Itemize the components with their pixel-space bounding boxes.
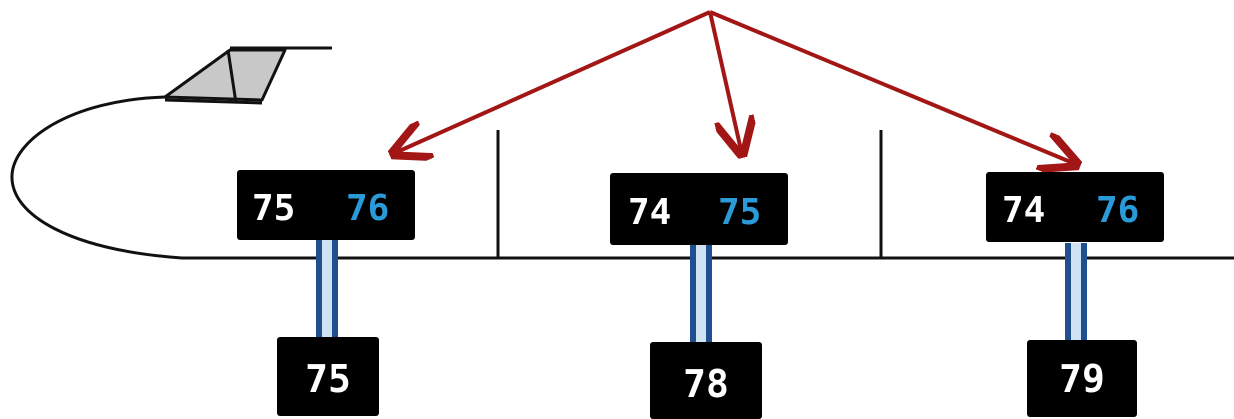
top-box-2-white: 74 [628, 192, 671, 233]
top-box-1-white: 75 [252, 188, 295, 229]
canopy-glass [163, 48, 287, 102]
bottom-box-2: 78 [650, 342, 762, 419]
top-box-2: 74 75 [610, 173, 788, 245]
arrow-left [397, 10, 711, 152]
bottom-box-3-value: 79 [1059, 357, 1105, 401]
arrow-right [709, 10, 1073, 163]
canopy-base-line [164, 98, 263, 105]
bottom-box-2-value: 78 [683, 362, 729, 406]
top-box-1: 75 76 [237, 170, 415, 240]
strut-1 [316, 240, 338, 345]
top-box-2-blue: 75 [718, 192, 761, 233]
canopy-frame [226, 49, 238, 104]
bottom-box-1: 75 [277, 337, 379, 416]
nose-outline [10, 95, 184, 260]
bottom-box-3: 79 [1027, 340, 1137, 417]
canopy [163, 46, 332, 105]
top-box-3-white: 74 [1002, 190, 1045, 231]
bottom-box-1-value: 75 [305, 357, 351, 401]
strut-2 [690, 245, 712, 345]
top-box-1-blue: 76 [346, 188, 389, 229]
top-box-3: 74 76 [986, 172, 1164, 242]
top-box-3-blue: 76 [1096, 190, 1139, 231]
arrow-middle [708, 11, 741, 150]
strut-3 [1065, 243, 1087, 343]
